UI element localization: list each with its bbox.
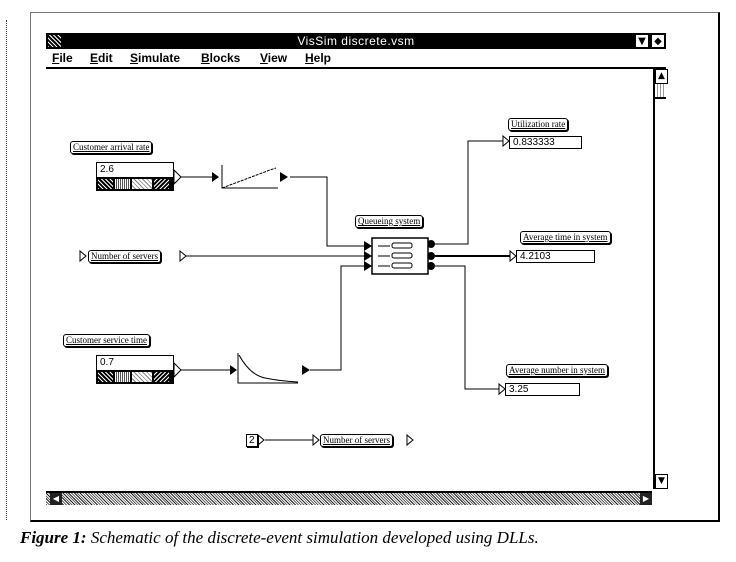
menu-help-accel: H xyxy=(305,51,314,65)
system-menu-icon[interactable] xyxy=(48,35,61,47)
queue-output-port-1 xyxy=(427,240,435,248)
horizontal-scrollbar[interactable]: ◀ ▶ xyxy=(46,491,652,505)
scroll-up-button[interactable]: ▲ xyxy=(655,69,668,84)
avg-time-display: 4.2103 xyxy=(516,250,595,263)
vertical-scroll-thumb[interactable] xyxy=(655,84,666,99)
menu-file-label: ile xyxy=(59,51,73,65)
page-margin-mark xyxy=(6,20,9,520)
servers-var2-output-port xyxy=(406,433,414,447)
wire-ramp-to-queue xyxy=(290,176,364,247)
slider-dec-fast-button[interactable] xyxy=(98,179,113,189)
menu-blocks-label: locks xyxy=(209,51,241,65)
service-time-controls xyxy=(97,371,173,383)
utilization-label: Utilization rate xyxy=(508,118,569,131)
slider-dec-button[interactable] xyxy=(115,179,130,189)
num-servers-variable[interactable]: Number of servers xyxy=(88,250,161,263)
slider-dec-fast-button[interactable] xyxy=(98,372,113,382)
service-slider-output-port xyxy=(173,361,182,379)
avg-time-label: Average time in system xyxy=(520,231,611,244)
wire-service-to-queue xyxy=(310,265,364,371)
figure-caption: Figure 1: Schematic of the discrete-even… xyxy=(20,528,539,548)
avgnumber-input-port xyxy=(498,382,506,396)
slider-track[interactable] xyxy=(132,179,152,189)
menu-file-accel: F xyxy=(52,51,60,65)
menu-view[interactable]: View xyxy=(260,51,287,65)
servers-var-input-port xyxy=(79,249,87,263)
queueing-system-label: Queueing system xyxy=(355,215,424,228)
service-time-value[interactable]: 0.7 xyxy=(97,356,173,371)
queue-input-port-2 xyxy=(364,251,372,261)
menu-simulate[interactable]: Simulate xyxy=(130,51,180,65)
exponential-block xyxy=(237,353,299,384)
arrival-rate-slider[interactable]: 2.6 xyxy=(96,162,174,191)
scroll-down-button[interactable]: ▼ xyxy=(655,474,668,489)
app-window: VisSim discrete.vsm ▼ ◆ File Edit Simula… xyxy=(46,33,668,505)
figure-number: Figure 1: xyxy=(20,528,87,547)
arrival-slider-output-port xyxy=(173,168,182,186)
utilization-display: 0.833333 xyxy=(509,136,582,149)
ramp-input-port xyxy=(212,172,219,182)
const-output-port xyxy=(257,433,265,447)
queueing-system-block xyxy=(371,237,429,275)
vertical-scrollbar[interactable]: ▲ ▼ xyxy=(653,69,668,489)
menu-help[interactable]: Help xyxy=(305,51,331,65)
arrival-rate-value[interactable]: 2.6 xyxy=(97,163,173,178)
slider-inc-button[interactable] xyxy=(154,179,169,189)
figure-frame xyxy=(30,12,720,522)
menu-view-accel: V xyxy=(260,51,268,65)
queue-output-port-2 xyxy=(427,252,435,260)
maximize-button[interactable]: ◆ xyxy=(651,34,665,48)
queue-output-port-3 xyxy=(427,262,435,270)
menu-blocks[interactable]: Blocks xyxy=(201,51,240,65)
queue-input-port-3 xyxy=(364,261,372,271)
service-time-label: Customer service time xyxy=(63,334,150,347)
avg-number-label: Average number in system xyxy=(506,364,609,377)
servers-var-output-port xyxy=(179,249,187,263)
const-servers-block[interactable]: 2 xyxy=(246,434,258,447)
ramp-block xyxy=(221,165,278,189)
slider-dec-button[interactable] xyxy=(115,372,130,382)
menu-edit-accel: E xyxy=(90,51,99,65)
figure-caption-text: Schematic of the discrete-event simulati… xyxy=(90,528,539,547)
menu-bar: File Edit Simulate Blocks View Help xyxy=(46,50,666,69)
window-title: VisSim discrete.vsm xyxy=(297,34,415,48)
slider-track[interactable] xyxy=(132,372,152,382)
menu-simulate-label: imulate xyxy=(138,51,181,65)
menu-view-label: iew xyxy=(267,51,288,65)
scroll-left-button[interactable]: ◀ xyxy=(50,493,62,505)
menu-simulate-accel: S xyxy=(130,51,139,65)
menu-help-label: elp xyxy=(313,51,332,65)
utilization-input-port xyxy=(502,134,510,148)
title-bar: VisSim discrete.vsm ▼ ◆ xyxy=(46,33,666,49)
avg-number-display: 3.25 xyxy=(505,383,580,396)
minimize-button[interactable]: ▼ xyxy=(635,34,649,48)
menu-file[interactable]: File xyxy=(52,51,73,65)
wire-queue-to-utilization xyxy=(435,140,503,245)
wire-queue-to-avgnumber xyxy=(435,265,499,390)
ramp-output-port xyxy=(280,172,288,182)
exp-output-port xyxy=(302,365,310,375)
exp-input-port xyxy=(230,365,237,375)
avgtime-input-port xyxy=(509,249,517,263)
queue-input-port-1 xyxy=(364,241,372,251)
arrival-rate-label: Customer arrival rate xyxy=(70,141,153,154)
menu-edit-label: dit xyxy=(98,51,113,65)
scroll-right-button[interactable]: ▶ xyxy=(640,493,652,505)
menu-blocks-accel: B xyxy=(201,51,210,65)
slider-inc-button[interactable] xyxy=(154,372,169,382)
service-time-slider[interactable]: 0.7 xyxy=(96,355,174,384)
menu-edit[interactable]: Edit xyxy=(90,51,113,65)
arrival-rate-controls xyxy=(97,178,173,190)
servers-var2-input-port xyxy=(312,433,320,447)
num-servers-variable-2[interactable]: Number of servers xyxy=(320,434,393,447)
